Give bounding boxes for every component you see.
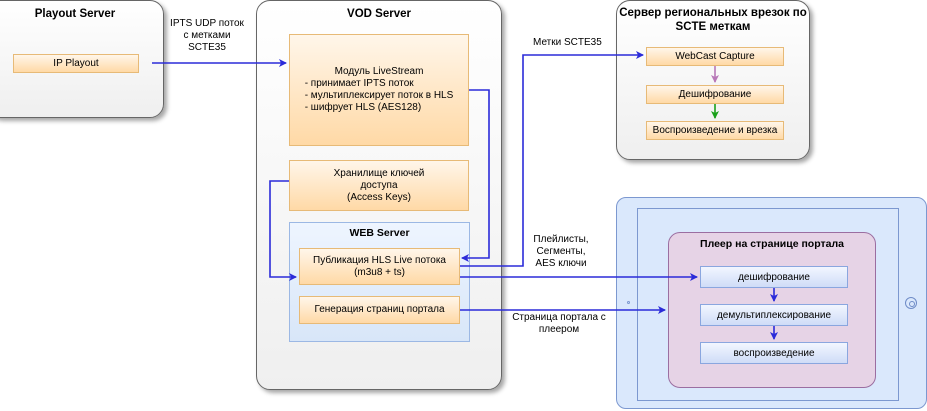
player-playback-box: воспроизведение <box>700 342 848 364</box>
hls-publish-box: Публикация HLS Live потока (m3u8 + ts) <box>299 248 460 285</box>
portal-player-title: Плеер на странице портала <box>700 238 844 250</box>
keys-to-hls-arrow <box>269 180 297 281</box>
ip-playout-box: IP Playout <box>13 54 139 73</box>
tablet-camera <box>627 301 630 304</box>
scte-arrow <box>460 51 644 267</box>
web-server-title: WEB Server <box>349 227 410 239</box>
portal-gen-box: Генерация страниц портала <box>299 296 460 324</box>
livestream-line: - мультиплексирует поток в HLS <box>304 90 454 101</box>
vod-server-title: VOD Server <box>347 8 411 20</box>
livestream-module: Модуль LiveStream - принимает IPTS поток… <box>289 34 469 146</box>
scte-label: Метки SCTE35 <box>533 37 602 48</box>
playout-server-title: Playout Server <box>34 8 116 20</box>
key-storage: Хранилище ключей доступа (Access Keys) <box>289 160 469 211</box>
tablet-home-button <box>905 297 917 309</box>
livestream-title: Модуль LiveStream <box>334 66 424 77</box>
player-demux-box: демультиплексирование <box>700 304 848 326</box>
playlists-label: Плейлисты, Сегменты, AES ключи <box>533 234 589 269</box>
playout-server: Playout Server IP Playout <box>0 0 164 118</box>
decrypt-box: Дешифрование <box>646 85 784 104</box>
webcast-capture-box: WebCast Capture <box>646 47 784 66</box>
player-decrypt-box: дешифрование <box>700 266 848 288</box>
ipts-label: IPTS UDP поток с метками SCTE35 <box>170 18 244 53</box>
livestream-line: - принимает IPTS поток <box>304 78 414 89</box>
livestream-line: - шифрует HLS (AES128) <box>304 102 422 113</box>
livestream-to-hls-arrow <box>461 89 490 262</box>
playback-insert-box: Воспроизведение и врезка <box>646 121 784 140</box>
regional-server-title: Сервер региональных врезок по SCTE метка… <box>619 7 807 33</box>
portal-page-label: Страница портала с плеером <box>512 312 606 335</box>
